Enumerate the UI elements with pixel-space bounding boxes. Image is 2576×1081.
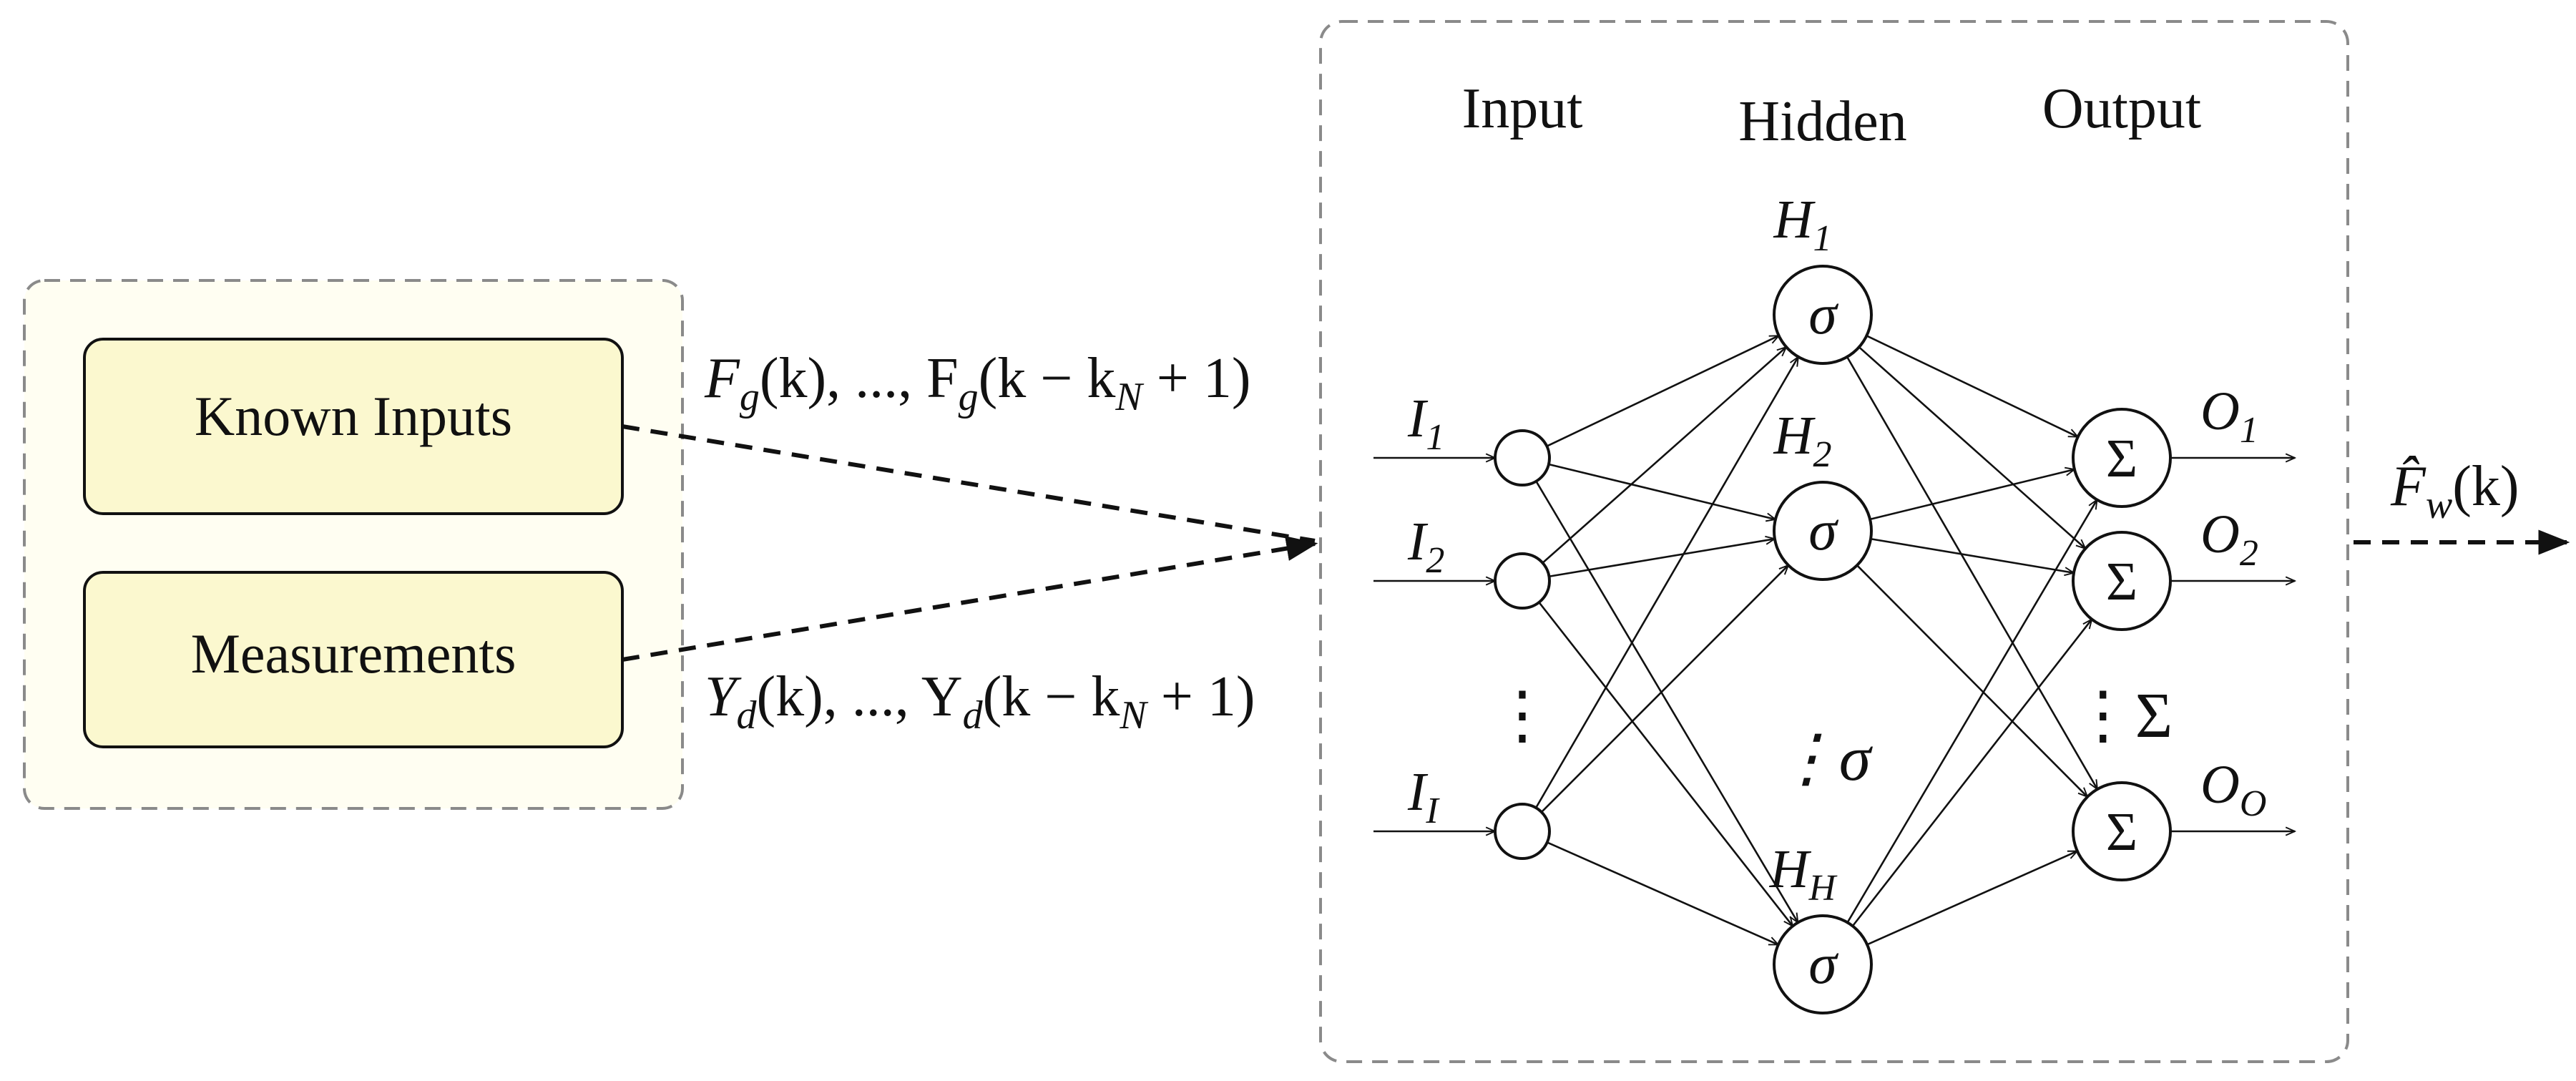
network-panel-border bbox=[1319, 20, 2349, 1063]
input-node-label-2: I2 bbox=[1407, 512, 1444, 581]
output-node-label-2: O2 bbox=[2200, 504, 2258, 574]
hidden-node-label-3: HH bbox=[1769, 839, 1838, 909]
known-inputs-label: Known Inputs bbox=[195, 385, 512, 447]
hidden-node-symbol-2: σ bbox=[1808, 499, 1838, 562]
output-column-title: Output bbox=[2042, 77, 2201, 140]
measurements-label: Measurements bbox=[191, 622, 516, 685]
edge-input-2-hidden-2 bbox=[1549, 539, 1774, 578]
hidden-node-symbol-3: σ bbox=[1808, 933, 1838, 996]
measurements-box: Measurements bbox=[83, 571, 624, 748]
input-node-3 bbox=[1494, 803, 1551, 860]
left-panel: Known Inputs Measurements bbox=[23, 279, 684, 810]
input-column-title: Input bbox=[1462, 77, 1583, 140]
input-node-label-1: I1 bbox=[1407, 388, 1444, 458]
input-node-2 bbox=[1494, 552, 1551, 610]
edge-input-2-hidden-3 bbox=[1538, 602, 1793, 926]
measurements-arrow bbox=[622, 536, 1318, 662]
edge-hidden-1-output-3 bbox=[1846, 356, 2097, 789]
edge-input-2-hidden-1 bbox=[1542, 347, 1786, 564]
hidden-node-3 bbox=[1773, 914, 1873, 1014]
measurements-signal-label: Yd(k), ..., Yd(k − kN + 1) bbox=[705, 665, 1255, 738]
known-inputs-box: Known Inputs bbox=[83, 338, 624, 515]
edge-hidden-3-output-3 bbox=[1866, 850, 2077, 946]
output-node-symbol-1: Σ bbox=[2106, 429, 2137, 489]
output-signal-label: F̂w(k) bbox=[2390, 455, 2519, 527]
edge-input-3-hidden-2 bbox=[1540, 565, 1788, 813]
edge-input-3-hidden-3 bbox=[1547, 841, 1778, 946]
output-node-symbol-3: Σ bbox=[2106, 802, 2137, 862]
edge-input-1-hidden-1 bbox=[1546, 335, 1778, 447]
edge-hidden-2-output-3 bbox=[1856, 564, 2087, 797]
edge-hidden-1-output-1 bbox=[1866, 335, 2077, 438]
output-node-label-3: OO bbox=[2200, 755, 2266, 824]
input-ellipsis: ⋮ bbox=[1490, 680, 1554, 751]
hidden-node-2 bbox=[1773, 481, 1873, 581]
output-node-label-1: O1 bbox=[2200, 381, 2258, 451]
edge-hidden-2-output-1 bbox=[1869, 469, 2075, 521]
output-node-1 bbox=[2072, 408, 2172, 508]
edge-hidden-2-output-2 bbox=[1870, 537, 2074, 573]
edge-hidden-3-output-2 bbox=[1851, 620, 2092, 927]
edge-input-1-hidden-2 bbox=[1548, 463, 1776, 519]
edge-hidden-1-output-2 bbox=[1858, 346, 2085, 549]
edge-hidden-3-output-1 bbox=[1846, 500, 2097, 924]
hidden-column-title: Hidden bbox=[1738, 90, 1907, 153]
hidden-node-1 bbox=[1773, 265, 1873, 365]
input-node-1 bbox=[1494, 429, 1551, 486]
hidden-ellipsis: ⋮σ bbox=[1775, 723, 1874, 794]
hidden-node-label-2: H2 bbox=[1773, 406, 1832, 475]
output-node-2 bbox=[2072, 531, 2172, 631]
input-node-label-3: II bbox=[1407, 762, 1440, 831]
output-ellipsis: ⋮Σ bbox=[2071, 680, 2173, 751]
hidden-node-symbol-1: σ bbox=[1808, 283, 1838, 346]
known-inputs-signal-label: Fg(k), ..., Fg(k − kN + 1) bbox=[704, 347, 1251, 419]
hidden-node-label-1: H1 bbox=[1773, 190, 1832, 259]
output-node-symbol-2: Σ bbox=[2106, 552, 2137, 612]
network-edges bbox=[1373, 335, 2295, 946]
edge-input-3-hidden-1 bbox=[1534, 357, 1798, 808]
output-node-3 bbox=[2072, 781, 2172, 881]
edge-input-1-hidden-3 bbox=[1535, 481, 1798, 923]
known-inputs-arrow bbox=[622, 424, 1316, 543]
